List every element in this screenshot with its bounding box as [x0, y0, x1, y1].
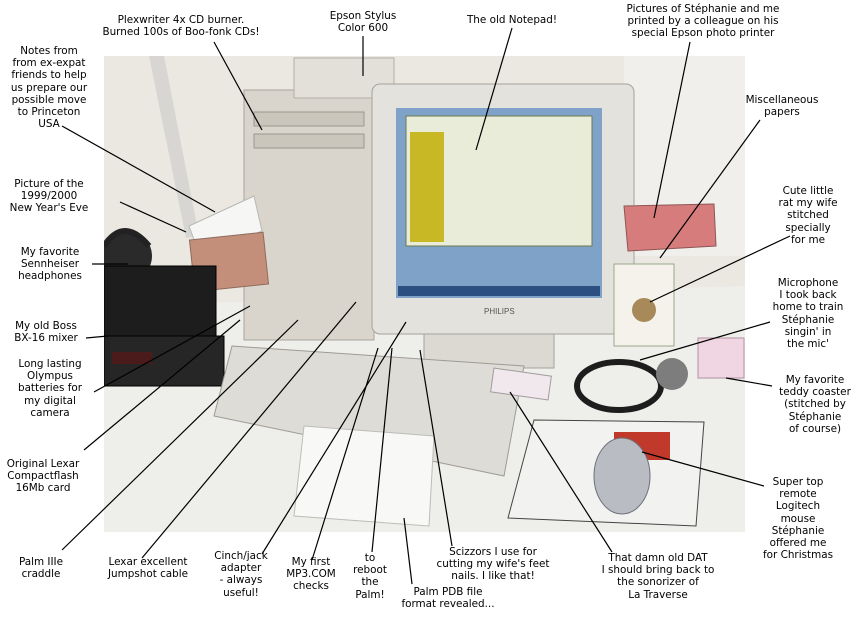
- label-plexwriter: Plexwriter 4x CD burner. Burned 100s of …: [102, 14, 260, 39]
- label-headphones: My favorite Sennheiser headphones: [18, 246, 82, 283]
- label-epson: Epson Stylus Color 600: [329, 10, 397, 35]
- label-pictures-printed: Pictures of Stéphanie and me printed by …: [626, 3, 780, 40]
- label-microphone: Microphone I took back home to train Sté…: [772, 277, 844, 351]
- label-batteries: Long lasting Olympus batteries for my di…: [17, 358, 83, 419]
- drive-bay-2: [253, 133, 365, 149]
- label-reboot: to reboot the Palm!: [353, 552, 387, 601]
- cd-drive-bay: [253, 111, 365, 127]
- label-lexar-card: Original Lexar Compactflash 16Mb card: [6, 458, 80, 495]
- pc-tower: [243, 89, 375, 341]
- monitor-brand: PHILIPS: [484, 307, 515, 316]
- deck-display: [112, 352, 152, 364]
- label-newyear-picture: Picture of the 1999/2000 New Year's Eve: [9, 178, 89, 215]
- label-notepad: The old Notepad!: [466, 14, 558, 26]
- label-scissors: Scizzors I use for cutting my wife's fee…: [436, 546, 550, 583]
- label-mixer: My old Boss BX-16 mixer: [14, 320, 78, 345]
- label-mp3-checks: My first MP3.COM checks: [286, 556, 336, 593]
- label-rat: Cute little rat my wife stitched special…: [778, 185, 838, 246]
- mp3-checks: [293, 425, 435, 527]
- screen-taskbar: [398, 286, 600, 296]
- label-pdb-format: Palm PDB file format revealed...: [401, 586, 495, 611]
- desk-photo-drawing: PHILIPS: [104, 56, 745, 532]
- mouse: [593, 437, 651, 515]
- mixer: [104, 265, 217, 337]
- label-coaster: My favorite teddy coaster (stitched by S…: [779, 374, 851, 435]
- label-palm-cradle: Palm IIIe craddle: [18, 556, 64, 581]
- label-misc-papers: Miscellaneous papers: [745, 94, 819, 119]
- desk-photo: PHILIPS: [104, 56, 745, 532]
- label-notes: Notes from from ex-expat friends to help…: [10, 45, 88, 131]
- label-mouse: Super top remote Logitech mouse Stéphani…: [763, 476, 833, 562]
- rat-figure: [632, 298, 656, 322]
- screen-sidebar: [410, 132, 444, 242]
- microphone-head: [656, 358, 688, 390]
- photo-prints: [623, 203, 717, 252]
- label-jumpshot: Lexar excellent Jumpshot cable: [107, 556, 189, 581]
- teddy-coaster: [697, 337, 745, 379]
- label-cinch: Cinch/jack adapter - always useful!: [214, 550, 268, 599]
- mic-cable-coil: [574, 359, 664, 413]
- label-dat: That damn old DAT I should bring back to…: [601, 552, 715, 601]
